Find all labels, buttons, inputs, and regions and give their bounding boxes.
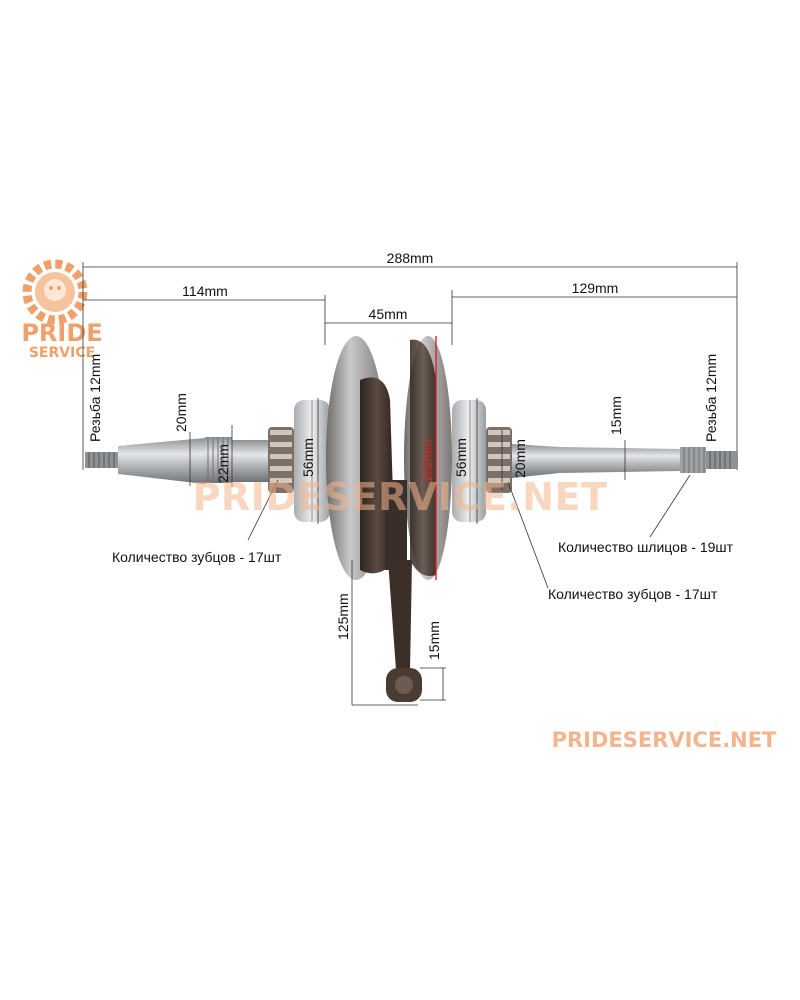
left-teeth-note: Количество зубцов - 17шт xyxy=(112,549,282,565)
left-thread xyxy=(85,452,120,468)
right-shaft-length-label: 129mm xyxy=(572,280,619,296)
left-bearing-dia-label: 56mm xyxy=(300,438,316,477)
left-thread-label: Резьба 12mm xyxy=(87,354,103,442)
right-sprocket-dia-label: 20mm xyxy=(512,439,528,478)
logo-line2: SERVICE xyxy=(29,345,95,361)
left-shaft-length-label: 114mm xyxy=(182,283,228,299)
splines-note: Количество шлицов - 19шт xyxy=(558,539,734,555)
flywheel-width-label: 45mm xyxy=(369,306,408,322)
gear-icon xyxy=(22,259,88,325)
left-shaft-dia-label: 20mm xyxy=(173,393,189,432)
right-thread-label: Резьба 12mm xyxy=(703,354,719,442)
right-bearing-dia-label: 56mm xyxy=(453,438,469,477)
logo: PRIDE SERVICE xyxy=(21,259,103,361)
rod-length-label: 125mm xyxy=(335,593,351,640)
left-sprocket-dia-label: 22mm xyxy=(215,444,231,483)
flywheel-dia-label: 102mm xyxy=(420,440,435,483)
center-watermark: PRIDESERVICE.NET xyxy=(193,475,608,519)
overall-length-label: 288mm xyxy=(387,250,434,266)
right-shaft-dia-label: 15mm xyxy=(608,396,624,435)
bottom-watermark: PRIDESERVICE.NET xyxy=(552,728,778,752)
pin-dia-label: 15mm xyxy=(426,621,442,660)
right-teeth-note: Количество зубцов - 17шт xyxy=(548,586,718,602)
logo-line1: PRIDE xyxy=(21,319,102,347)
